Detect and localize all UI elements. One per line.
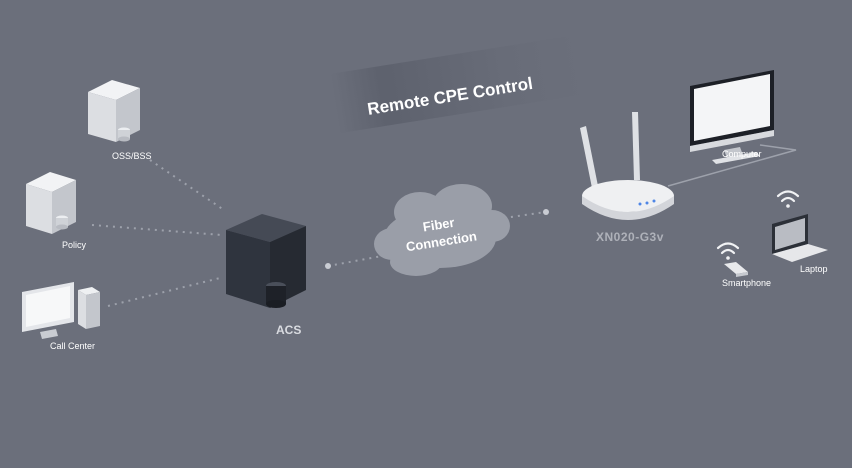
- acs-server-icon: [226, 214, 306, 308]
- acs-label: ACS: [276, 323, 302, 337]
- connector-policy-acs: [91, 224, 223, 236]
- connector-dot: [325, 263, 331, 269]
- connector-acs-cloud: [327, 255, 383, 267]
- connectors: [91, 159, 547, 307]
- laptop-wifi-icon: [776, 190, 800, 208]
- smartphone-label: Smartphone: [722, 278, 772, 288]
- connector-dot: [543, 209, 549, 215]
- laptop-icon: [772, 214, 828, 262]
- connector-callcenter-acs: [107, 277, 221, 307]
- policy-label: Policy: [62, 240, 87, 250]
- fiber-cloud-icon: [374, 184, 510, 276]
- call-center-label: Call Center: [50, 341, 96, 351]
- router-icon: [580, 112, 674, 220]
- oss-bss-label: OSS/BSS: [112, 151, 152, 161]
- router-model-label: XN020-G3v: [596, 230, 664, 244]
- connector-oss-acs: [149, 159, 225, 211]
- policy-server-icon: [26, 172, 76, 234]
- oss-bss-server-icon: [88, 80, 140, 142]
- laptop-label: Laptop: [800, 264, 828, 274]
- computer-label: Computer: [722, 149, 762, 159]
- connector-cloud-router: [503, 211, 547, 219]
- computer-icon: [690, 70, 774, 164]
- smartphone-wifi-icon: [716, 242, 740, 260]
- call-center-computer-icon: [22, 282, 100, 339]
- smartphone-icon: [724, 262, 748, 277]
- connector-router-computer: [667, 144, 797, 187]
